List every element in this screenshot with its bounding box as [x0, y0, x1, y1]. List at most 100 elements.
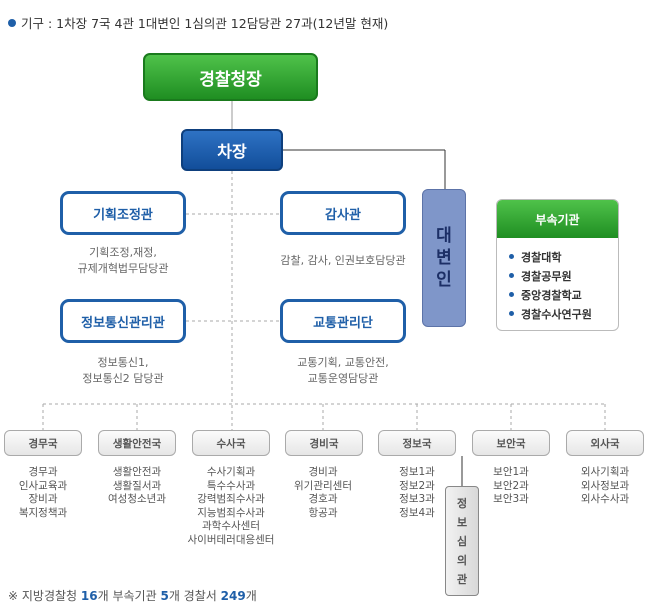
- affiliated-count: 5: [160, 589, 169, 603]
- intel-council-box[interactable]: 정 보 심 의 관: [445, 486, 479, 596]
- bureau-box[interactable]: 보안국: [472, 430, 550, 456]
- planning-coordination-box[interactable]: 기획조정관: [60, 191, 186, 235]
- office-desc-line: 감찰, 감사, 인권보호담당관: [280, 254, 406, 267]
- regional-agency-count: 16: [80, 589, 98, 603]
- info-comm-desc: 정보통신1, 정보통신2 담당관: [43, 355, 203, 387]
- division-item: 외사기획과: [580, 466, 630, 478]
- spokesperson-box[interactable]: 대 변 인: [422, 189, 466, 327]
- bureau-label: 생활안전국: [112, 437, 162, 450]
- bullet-icon: [8, 19, 16, 27]
- division-item: 복지정책과: [18, 506, 68, 519]
- affiliated-item-label: 경찰수사연구원: [521, 308, 592, 321]
- office-desc-line: 정보통신1,: [97, 356, 149, 369]
- org-header: 기구 : 1차장 7국 4관 1대변인 1심의관 12담당관 27과(12년말 …: [8, 13, 388, 32]
- commissioner-label: 경찰청장: [199, 69, 262, 90]
- office-label: 감사관: [325, 207, 361, 223]
- bureau-box[interactable]: 외사국: [566, 430, 644, 456]
- division-item: 보안1과: [493, 466, 529, 478]
- office-desc-line: 교통운영담당관: [307, 372, 379, 385]
- header-text: 기구 : 1차장 7국 4관 1대변인 1심의관 12담당관 27과(12년말 …: [21, 16, 389, 31]
- division-item: 특수수사과: [206, 479, 256, 492]
- affiliated-item[interactable]: 경찰공무원: [509, 267, 618, 286]
- bureau-division-list: 보안1과 보안2과 보안3과: [456, 466, 566, 507]
- affiliated-item-label: 경찰공무원: [521, 270, 572, 283]
- bureau-division-list: 외사기획과 외사정보과 외사수사과: [550, 466, 650, 507]
- bureau-label: 경무국: [28, 437, 58, 450]
- audit-box[interactable]: 감사관: [280, 191, 406, 235]
- info-comm-box[interactable]: 정보통신관리관: [60, 299, 186, 343]
- affiliated-item[interactable]: 경찰대학: [509, 248, 618, 267]
- affiliated-item-label: 경찰대학: [521, 251, 562, 264]
- bureau-box[interactable]: 수사국: [192, 430, 270, 456]
- office-desc-line: 교통기획, 교통안전,: [297, 356, 389, 369]
- footnote-text: 개 경찰서: [168, 589, 217, 603]
- division-item: 보안3과: [493, 493, 529, 505]
- spokes-char: 인: [436, 270, 452, 290]
- bullet-icon: [509, 254, 514, 259]
- bureau-box[interactable]: 경비국: [285, 430, 363, 456]
- intel-char: 의: [456, 553, 468, 567]
- office-label: 정보통신관리관: [81, 315, 165, 331]
- affiliated-item[interactable]: 경찰수사연구원: [509, 305, 618, 324]
- intel-char: 관: [456, 572, 468, 586]
- office-desc-line: 정보통신2 담당관: [82, 372, 164, 385]
- spokes-char: 변: [436, 248, 452, 268]
- bureau-division-list: 수사기획과 특수수사과 강력범죄수사과 지능범죄수사과 과학수사센터 사이버테러…: [176, 466, 286, 547]
- police-station-count: 249: [220, 589, 246, 603]
- division-item: 경호과: [308, 493, 338, 505]
- division-item: 강력범죄수사과: [197, 493, 265, 505]
- division-item: 수사기획과: [206, 466, 256, 478]
- division-item: 생활안전과: [112, 466, 162, 478]
- office-label: 기획조정관: [93, 207, 153, 223]
- bureau-box[interactable]: 정보국: [378, 430, 456, 456]
- affiliated-title: 부속기관: [497, 200, 618, 238]
- division-item: 외사수사과: [580, 493, 630, 505]
- audit-desc: 감찰, 감사, 인권보호담당관: [268, 253, 418, 269]
- division-item: 항공과: [308, 506, 338, 519]
- traffic-box[interactable]: 교통관리단: [280, 299, 406, 343]
- division-item: 정보1과: [399, 466, 435, 478]
- division-item: 정보4과: [399, 506, 435, 519]
- bureau-box[interactable]: 경무국: [4, 430, 82, 456]
- office-desc-line: 규제개혁법무담당관: [77, 262, 169, 275]
- bureau-label: 경비국: [309, 437, 339, 450]
- bureau-division-list: 경비과 위기관리센터 경호과 항공과: [268, 466, 378, 520]
- bureau-label: 정보국: [402, 437, 432, 450]
- bullet-icon: [509, 292, 514, 297]
- traffic-desc: 교통기획, 교통안전, 교통운영담당관: [268, 355, 418, 387]
- bureau-label: 외사국: [590, 437, 620, 450]
- bureau-box[interactable]: 생활안전국: [98, 430, 176, 456]
- deputy-commissioner-box[interactable]: 차장: [181, 129, 283, 171]
- division-item: 외사정보과: [580, 479, 630, 492]
- division-item: 인사교육과: [18, 479, 68, 492]
- division-item: 지능범죄수사과: [197, 506, 265, 519]
- affiliated-institutions-box: 부속기관 경찰대학 경찰공무원 중앙경찰학교 경찰수사연구원: [496, 199, 619, 331]
- division-item: 정보3과: [399, 493, 435, 505]
- division-item: 위기관리센터: [294, 479, 352, 492]
- footnote-suffix: 개: [245, 589, 257, 603]
- division-item: 생활질서과: [112, 479, 162, 492]
- division-item: 경비과: [308, 466, 338, 478]
- office-label: 교통관리단: [313, 315, 373, 331]
- division-item: 정보2과: [399, 479, 435, 492]
- deputy-label: 차장: [217, 142, 247, 161]
- footnote: ※ 지방경찰청 16개 부속기관 5개 경찰서 249개: [8, 587, 257, 604]
- bullet-icon: [509, 273, 514, 278]
- bullet-icon: [509, 311, 514, 316]
- bureau-label: 수사국: [216, 437, 246, 450]
- division-item: 장비과: [28, 493, 58, 505]
- affiliated-item-label: 중앙경찰학교: [521, 289, 582, 302]
- intel-char: 보: [456, 515, 468, 529]
- intel-char: 정: [456, 496, 468, 510]
- division-item: 보안2과: [493, 479, 529, 492]
- bureau-label: 보안국: [496, 437, 526, 450]
- division-item: 과학수사센터: [202, 520, 260, 532]
- commissioner-box[interactable]: 경찰청장: [143, 53, 318, 101]
- bureau-division-list: 경무과 인사교육과 장비과 복지정책과: [0, 466, 98, 520]
- affiliated-item[interactable]: 중앙경찰학교: [509, 286, 618, 305]
- bureau-division-list: 정보1과 정보2과 정보3과 정보4과: [362, 466, 472, 520]
- division-item: 여성청소년과: [108, 493, 166, 505]
- footnote-text: 개 부속기관: [97, 589, 157, 603]
- planning-coordination-desc: 기획조정,재정, 규제개혁법무담당관: [43, 245, 203, 277]
